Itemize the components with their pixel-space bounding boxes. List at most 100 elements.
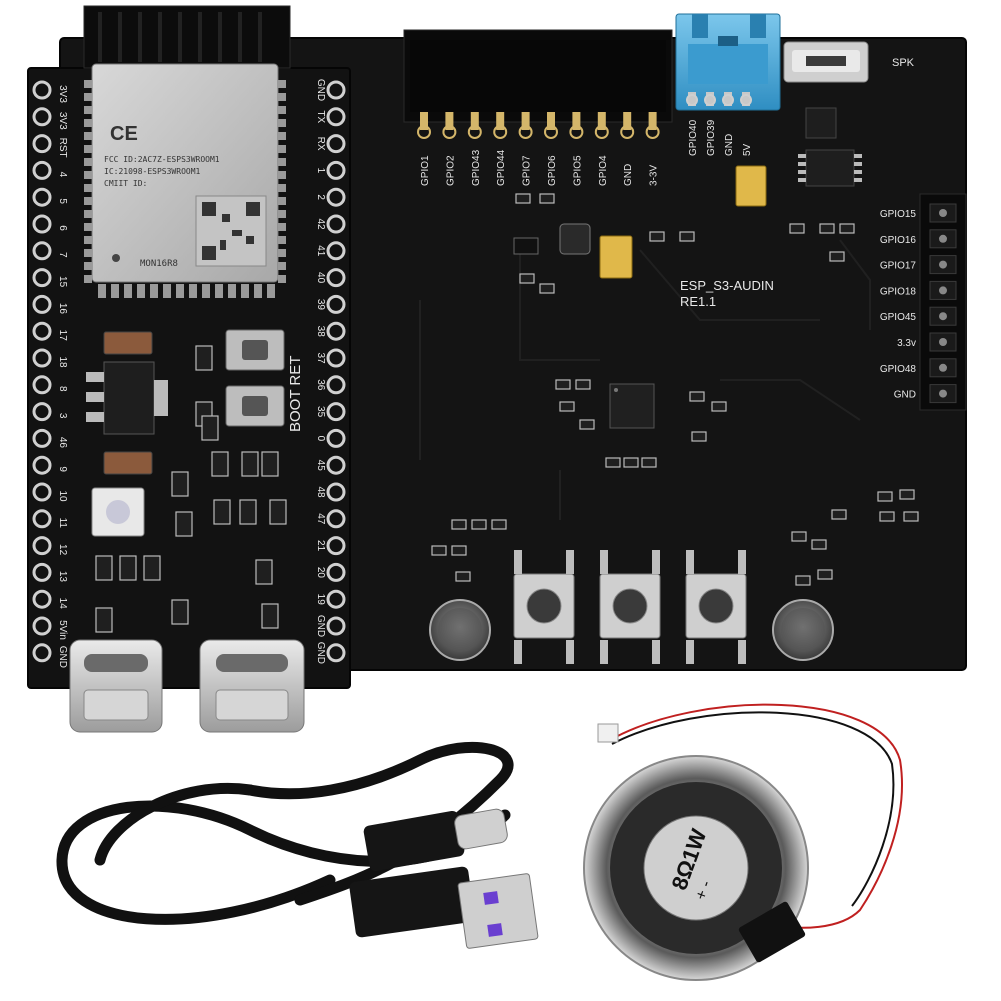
right-pin-label: 20 — [315, 567, 326, 579]
right-pin-label: 35 — [315, 406, 326, 418]
smd-part — [575, 379, 591, 390]
tactile-button-2[interactable] — [599, 550, 661, 664]
left-pin-label: 46 — [57, 437, 68, 449]
pin-hole — [326, 294, 346, 314]
module-pad — [84, 236, 92, 244]
right-pin-label: 36 — [315, 379, 326, 391]
right-pin-label: 2 — [315, 194, 326, 200]
module-pad — [202, 284, 210, 298]
codec-chip — [609, 383, 655, 429]
smd-part — [201, 415, 219, 441]
smd-part — [95, 555, 113, 581]
right-pin-label: GND — [315, 79, 326, 101]
pin-hole — [326, 268, 346, 288]
tantalum-capacitor — [599, 165, 767, 279]
pin-hole — [32, 428, 52, 448]
module-pad — [137, 284, 145, 298]
smd-part — [877, 491, 893, 502]
left-pin-label: 18 — [57, 356, 68, 368]
pin-hole — [326, 589, 346, 609]
module-pad — [278, 80, 286, 88]
top-gpio-header[interactable] — [403, 29, 673, 139]
module-pad — [278, 106, 286, 114]
header-pin — [939, 389, 947, 398]
left-pin-header[interactable] — [32, 80, 52, 663]
blue-jst-connector[interactable] — [675, 13, 781, 111]
pin-hole — [326, 509, 346, 529]
smd-part — [175, 511, 193, 537]
voltage-regulator — [86, 361, 168, 435]
module-pad — [84, 158, 92, 166]
module-pad — [278, 262, 286, 270]
right-pin-label: GPIO45 — [880, 312, 917, 323]
pin-hole — [32, 509, 52, 529]
right-pin-label: 21 — [315, 540, 326, 552]
spk-connector[interactable] — [783, 41, 869, 83]
smd-part — [903, 511, 919, 522]
smd-part — [455, 571, 471, 582]
module-pad — [278, 197, 286, 205]
cmiit-id: CMIIT ID: — [104, 179, 147, 188]
smd-part — [119, 555, 137, 581]
smd-part — [171, 471, 189, 497]
boot-button[interactable] — [225, 329, 285, 371]
module-pad — [254, 284, 262, 298]
tactile-buttons[interactable] — [513, 550, 747, 664]
smd-components — [431, 193, 919, 586]
left-pin-label: 10 — [57, 490, 68, 502]
blue-pin-label: GPIO40 — [688, 119, 699, 156]
usb-c-port-left[interactable] — [69, 639, 163, 733]
reset-button[interactable] — [225, 385, 285, 427]
pin-hole — [32, 321, 52, 341]
pin-pad — [442, 125, 457, 139]
module-pad — [84, 106, 92, 114]
module-pad — [84, 262, 92, 270]
right-pin-label: 38 — [315, 326, 326, 338]
usb-c-port-right[interactable] — [199, 639, 305, 733]
tactile-button-1[interactable] — [513, 550, 575, 664]
right-pin-label: GPIO48 — [880, 364, 917, 375]
left-pin-label: 16 — [57, 303, 68, 315]
boot-ret-label: BOOT RET — [287, 356, 304, 432]
module-pad — [84, 210, 92, 218]
smd-part — [605, 457, 621, 468]
right-pin-header[interactable] — [326, 80, 346, 663]
pin-hole — [32, 187, 52, 207]
pin-hole — [326, 536, 346, 556]
smd-part — [431, 545, 447, 556]
smd-part — [519, 273, 535, 284]
header-pin — [547, 112, 555, 130]
header-pin — [597, 112, 606, 130]
header-pin — [572, 112, 581, 130]
top-pin-label: GND — [623, 164, 634, 186]
smd-part — [255, 559, 273, 585]
pin-pad — [704, 94, 716, 106]
header-pin — [939, 363, 947, 372]
left-pin-label: 5Vin — [57, 620, 68, 640]
pin-hole — [326, 428, 346, 448]
pin-hole — [326, 348, 346, 368]
smd-part — [817, 569, 833, 580]
smd-part — [899, 489, 915, 500]
smd-part — [879, 511, 895, 522]
right-gpio-header[interactable] — [919, 193, 967, 411]
smd-part — [95, 607, 113, 633]
ic-id: IC:21098-ESPS3WROOM1 — [104, 167, 201, 176]
header-pin — [939, 338, 947, 346]
tactile-button-3[interactable] — [685, 550, 747, 664]
pin-hole — [32, 562, 52, 582]
top-pin-label: GPIO5 — [572, 155, 583, 186]
module-pad — [278, 184, 286, 192]
right-pin-label: 45 — [315, 460, 326, 472]
smd-part — [691, 431, 707, 442]
header-pin — [420, 112, 428, 130]
pin-hole — [326, 160, 346, 180]
left-pin-label: 8 — [57, 386, 68, 392]
spk-label: SPK — [892, 57, 915, 69]
left-pin-labels: 3V33V3RST4567151617188346910111213145Vin… — [57, 85, 68, 668]
smd-part — [791, 531, 807, 542]
right-pin-label: 42 — [315, 218, 326, 230]
